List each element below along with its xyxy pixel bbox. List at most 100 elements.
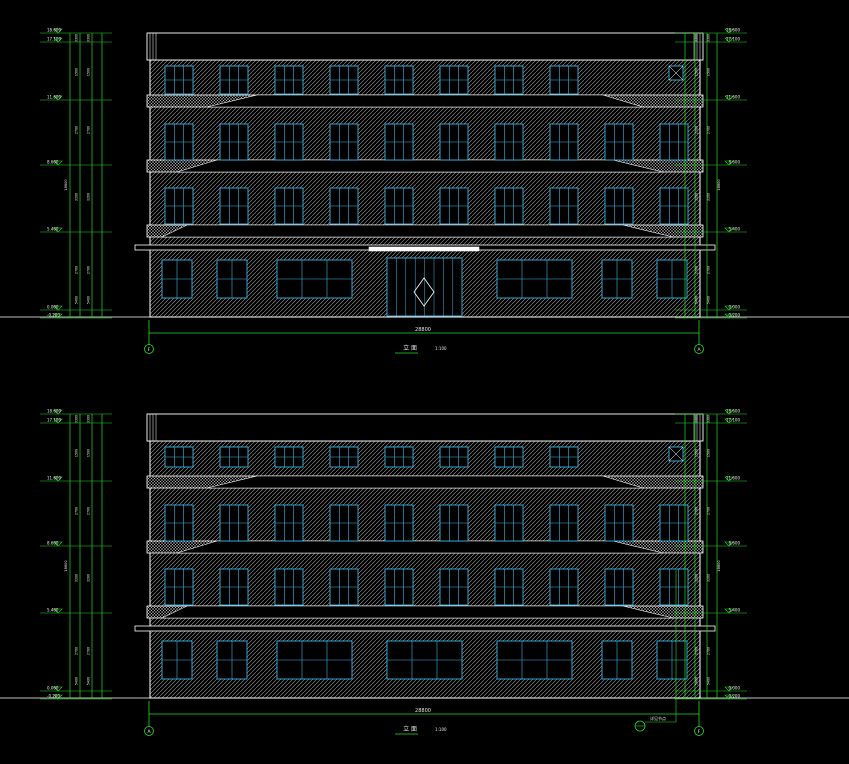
axis-bubble-right: A (694, 344, 704, 354)
level-marker (53, 418, 63, 424)
floor-dimension-label: 5400 (707, 677, 711, 685)
level-marker (724, 541, 734, 547)
total-height-label: 18600 (717, 179, 721, 191)
level-label: 5.400 (729, 608, 741, 613)
floor-dimension-label: 3200 (707, 574, 711, 582)
floor-dimension-label: 2700 (695, 647, 699, 655)
axis-bubble-right-label: F (698, 729, 701, 735)
level-marker (724, 160, 734, 166)
total-height-label: 18600 (64, 179, 68, 191)
level-marker (724, 37, 734, 43)
level-label: 17.100 (726, 37, 740, 42)
floor-dimension-label: 3200 (87, 193, 91, 201)
floor-dimension-label: 3300 (707, 415, 711, 423)
total-height-label: 18600 (717, 560, 721, 572)
elevation-bottom: 18.60017.10011.6008.6005.4000.000-0.2001… (0, 409, 849, 736)
floor-dimension-label: 1500 (707, 449, 711, 457)
level-marker (53, 37, 63, 43)
floor-dimension-label: 3200 (707, 193, 711, 201)
level-label: 8.600 (729, 541, 741, 546)
level-marker (724, 686, 734, 692)
level-label: 18.600 (47, 28, 61, 33)
setback-shadow (176, 159, 664, 173)
floor-dimension-label: 5400 (695, 677, 699, 685)
level-label: 5.400 (47, 608, 59, 613)
floor-dimension-label: 2700 (707, 266, 711, 274)
level-marker (53, 28, 63, 34)
level-label: 0.000 (47, 305, 59, 310)
floor-dimension-label: 2700 (75, 647, 79, 655)
level-label: 17.100 (47, 37, 61, 42)
level-marker (53, 694, 63, 700)
level-label: 0.000 (47, 686, 59, 691)
floor-dimension-label: 3200 (87, 574, 91, 582)
setback-shadow (176, 540, 664, 554)
floor-dimension-label: 5400 (87, 677, 91, 685)
setback-shadow (161, 224, 674, 238)
axis-bubble-right-label: A (697, 347, 701, 353)
level-marker (53, 541, 63, 547)
level-label: 8.600 (47, 160, 59, 165)
level-label: 18.600 (47, 409, 61, 414)
floor-dimension-label: 2700 (75, 266, 79, 274)
level-marker (724, 28, 734, 34)
floor-dimension-label: 3200 (75, 193, 79, 201)
left-dimension-chain: 18.60017.10011.6008.6005.4000.000-0.2001… (40, 409, 112, 700)
floor-dimension-label: 5400 (87, 296, 91, 304)
level-marker (53, 608, 63, 614)
left-dimension-chain: 18.60017.10011.6008.6005.4000.000-0.2001… (40, 28, 112, 319)
detail-callout: 详见节点 (634, 570, 677, 732)
building-facade (0, 32, 849, 354)
floor-dimension-label: 2700 (75, 507, 79, 515)
floor-dimension-label: 2700 (87, 126, 91, 134)
right-dimension-chain: 18.60017.10011.6008.6005.4000.000-0.2001… (675, 28, 747, 319)
axis-bubble-left-label: F (148, 347, 151, 353)
detail-callout-note: 详见节点 (650, 715, 666, 721)
floor-dimension-label: 2700 (707, 507, 711, 515)
door-ornament (413, 277, 435, 307)
level-label: 17.100 (47, 418, 61, 423)
entrance-canopy (368, 246, 480, 252)
floor-dimension-label: 3200 (75, 574, 79, 582)
level-label: 0.000 (729, 305, 741, 310)
level-marker (53, 686, 63, 692)
floor-dimension-label: 1500 (75, 449, 79, 457)
level-marker (53, 160, 63, 166)
floor-dimension-label: 5400 (695, 296, 699, 304)
setback-shadow (206, 94, 644, 108)
level-label: -0.200 (47, 313, 60, 318)
floor-dimension-label: 1500 (695, 68, 699, 76)
floor-dimension-label: 2700 (695, 507, 699, 515)
level-label: 17.100 (726, 418, 740, 423)
building-facade (0, 413, 849, 735)
floor-dimension-label: 5400 (75, 677, 79, 685)
total-width-label: 28800 (415, 327, 431, 333)
setback-shadow (206, 475, 644, 489)
floor-dimension-label: 1500 (695, 449, 699, 457)
level-label: 5.400 (729, 227, 741, 232)
floor-dimension-label: 1500 (75, 68, 79, 76)
level-marker (724, 418, 734, 424)
level-marker (724, 305, 734, 311)
level-marker (724, 608, 734, 614)
floor-dimension-label: 3300 (695, 415, 699, 423)
level-marker (724, 227, 734, 233)
floor-dimension-label: 2700 (75, 126, 79, 134)
level-label: 8.600 (47, 541, 59, 546)
level-marker (53, 409, 63, 415)
axis-bubble-left: F (144, 344, 154, 354)
floor-dimension-label: 2700 (87, 266, 91, 274)
level-marker (53, 313, 63, 319)
floor-dimension-label: 3300 (75, 34, 79, 42)
floor-dimension-label: 2700 (695, 266, 699, 274)
floor-dimension-label: 2700 (87, 647, 91, 655)
floor-dimension-label: 5400 (707, 296, 711, 304)
level-label: 11.600 (47, 95, 61, 100)
floor-dimension-label: 1500 (87, 68, 91, 76)
floor-dimension-label: 2700 (707, 647, 711, 655)
level-marker (724, 313, 734, 319)
setback-shadow (161, 605, 674, 619)
elevation-title: 立 面 (403, 725, 417, 733)
floor-dimension-label: 3200 (695, 574, 699, 582)
